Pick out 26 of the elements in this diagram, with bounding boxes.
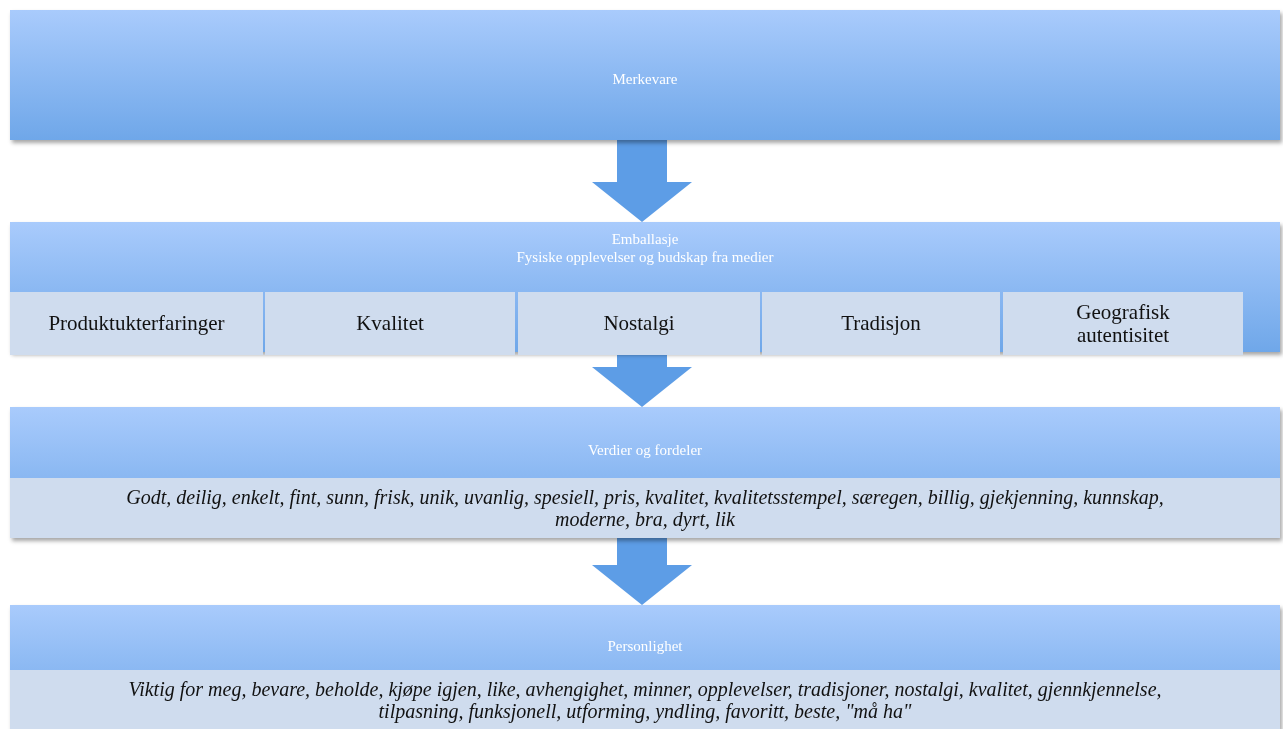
tier-band xyxy=(10,222,1280,352)
block-arrow xyxy=(592,140,692,222)
description-text: Viktig for meg, bevare, beholde, kjøpe igjen, like, avhengighet, minner, opplevelser, tradisjoner, nostalgi, kvalitet, gjennkjennelse, tilpasning, funksjonell, utforming, yndling, favoritt, beste, "må ha" xyxy=(127,677,1163,722)
tier-heading: Emballasje xyxy=(610,230,680,248)
tier-band xyxy=(10,10,1280,140)
description-box xyxy=(10,478,1280,538)
attribute-label: Produktukterfaringer xyxy=(48,312,225,335)
block-arrow xyxy=(592,355,692,407)
tier-band xyxy=(10,407,1280,538)
attribute-label: Nostalgi xyxy=(603,312,675,335)
block-arrow xyxy=(592,538,692,605)
attribute-label: Tradisjon xyxy=(841,312,921,335)
attribute-label: Kvalitet xyxy=(356,312,424,335)
description-text: Godt, deilig, enkelt, fint, sunn, frisk, unik, uvanlig, spesiell, pris, kvalitet, kvalitetsstempel, særegen, billig, gjekjenning, kunnskap, moderne, bra, dyrt, lik xyxy=(125,486,1165,530)
tier-subheading: Fysiske opplevelser og budskap fra medier xyxy=(515,248,775,266)
attribute-box xyxy=(10,292,263,355)
attribute-box xyxy=(518,292,760,355)
description-box xyxy=(10,670,1280,729)
tier-heading: Personlighet xyxy=(606,637,684,655)
tier-heading: Merkevare xyxy=(611,70,679,88)
attribute-box xyxy=(265,292,515,355)
attribute-box xyxy=(1003,292,1243,355)
attribute-label: Geografisk autentisitet xyxy=(1075,300,1171,347)
tier-band xyxy=(10,605,1280,729)
attribute-box xyxy=(762,292,1000,355)
tier-heading: Verdier og fordeler xyxy=(586,441,704,459)
